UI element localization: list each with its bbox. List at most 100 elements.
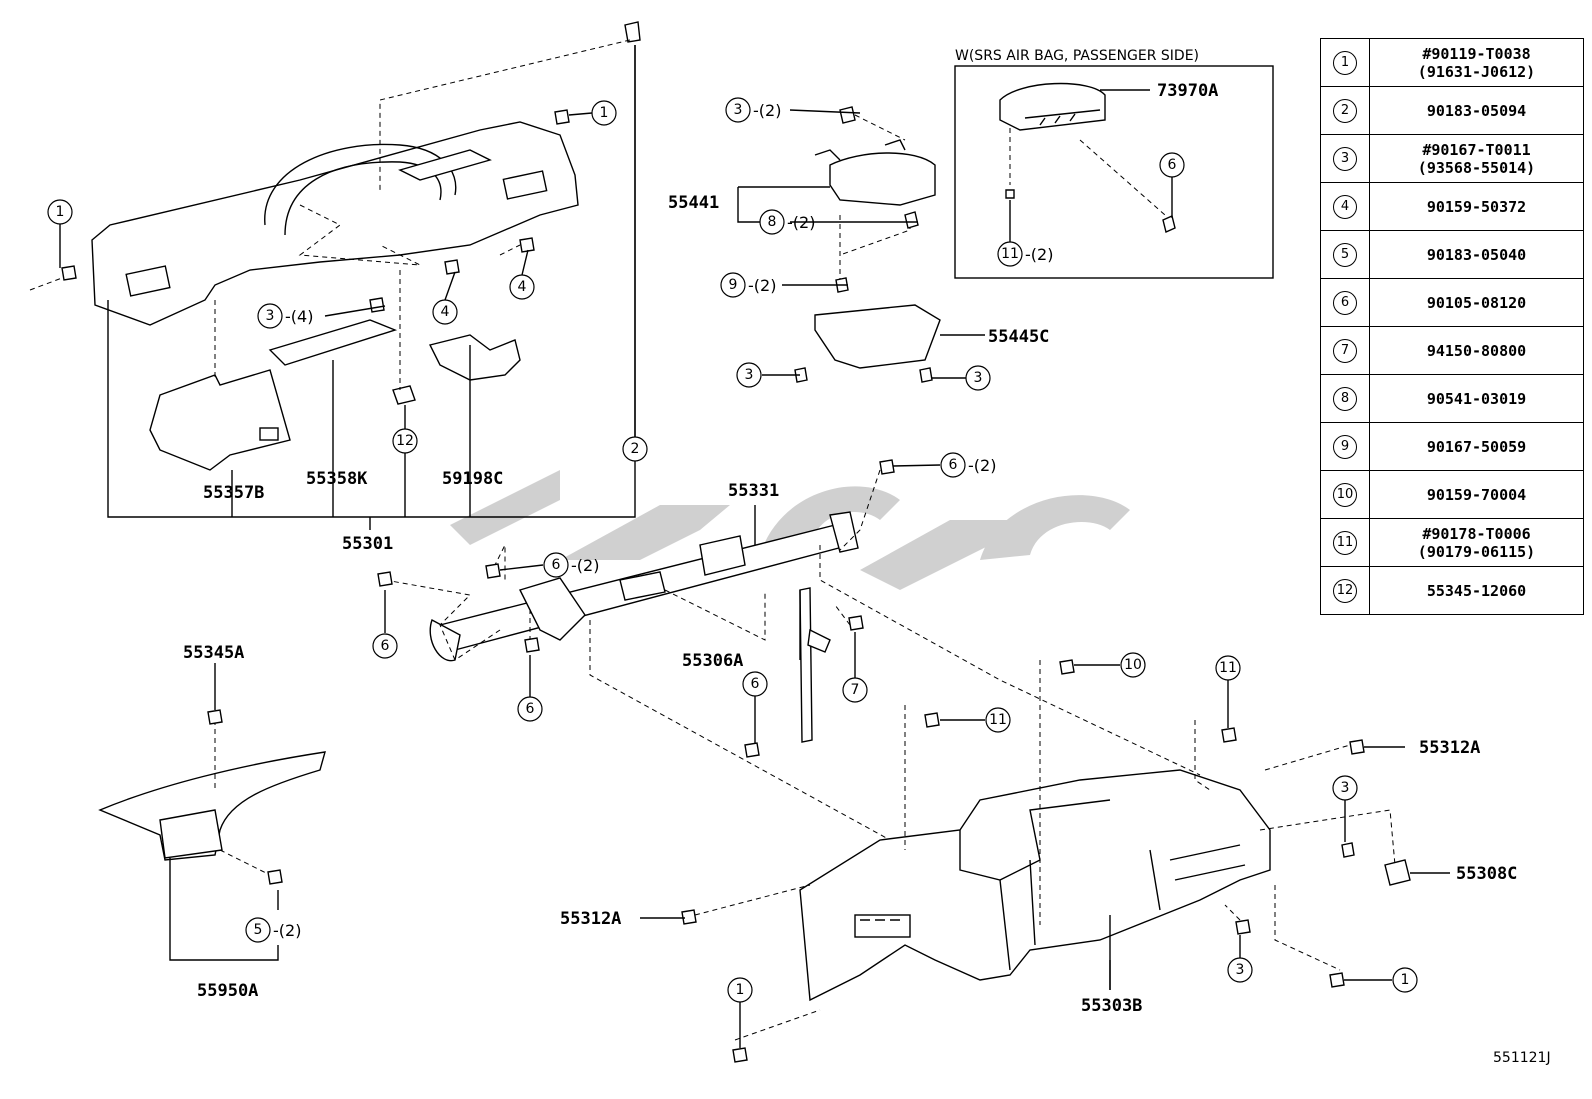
legend-row: 3 #90167-T0011(93568-55014) <box>1320 134 1584 183</box>
legend-number-circle: 5 <box>1333 242 1357 267</box>
svg-text:3: 3 <box>1236 962 1245 978</box>
part-label-55345A: 55345A <box>183 643 244 663</box>
legend-number: 10 <box>1320 470 1370 519</box>
callout-6: 6 <box>543 552 569 578</box>
legend-part-number-line: 55345-12060 <box>1426 581 1527 600</box>
legend-number: 1 <box>1320 38 1370 87</box>
part-labels: 73970A 55441 55445C 55357B 55358K 59198C… <box>183 81 1517 1016</box>
airbag-module-73970A <box>999 82 1176 233</box>
legend-number: 9 <box>1320 422 1370 471</box>
callout-11: 11 <box>1215 655 1241 681</box>
qty-label: -(2) <box>787 213 815 232</box>
side-panel-55950A <box>98 709 326 961</box>
callout-8: 8 <box>759 209 785 235</box>
svg-text:11: 11 <box>1001 246 1019 262</box>
svg-text:6: 6 <box>751 676 760 692</box>
leader-lines <box>59 45 1450 1048</box>
svg-text:1: 1 <box>736 982 745 998</box>
callout-9: 9 <box>720 272 746 298</box>
legend-part-number: 90167-50059 <box>1369 422 1584 471</box>
legend-part-number: #90178-T0006(90179-06115) <box>1369 518 1584 567</box>
legend-number-circle: 10 <box>1333 482 1357 507</box>
svg-text:4: 4 <box>441 304 450 320</box>
svg-text:11: 11 <box>1219 660 1237 676</box>
svg-text:3: 3 <box>734 102 743 118</box>
svg-text:6: 6 <box>1168 157 1177 173</box>
qty-label: -(4) <box>285 307 313 326</box>
qty-label: -(2) <box>571 556 599 575</box>
callout-6: 6 <box>517 696 543 722</box>
callout-1: 1 <box>727 977 753 1003</box>
legend-number: 4 <box>1320 182 1370 231</box>
svg-text:1: 1 <box>1401 972 1410 988</box>
svg-text:1: 1 <box>56 204 65 220</box>
qty-label: -(2) <box>748 276 776 295</box>
cover-plate-55357B <box>149 369 291 471</box>
legend-part-number: #90167-T0011(93568-55014) <box>1369 134 1584 183</box>
qty-label: -(2) <box>273 921 301 940</box>
legend-row: 1#90119-T0038(91631-J0612) <box>1320 38 1584 87</box>
legend-part-number: 90105-08120 <box>1369 278 1584 327</box>
part-label-55312A-left: 55312A <box>560 909 621 929</box>
callout-11: 11 <box>997 241 1023 267</box>
bracket-59198C <box>428 334 521 381</box>
part-label-59198C: 59198C <box>442 469 503 489</box>
legend-number: 6 <box>1320 278 1370 327</box>
callout-3: 3 <box>1332 775 1358 801</box>
part-label-55441: 55441 <box>668 193 719 213</box>
legend-part-number-line: #90167-T0011 <box>1422 140 1531 159</box>
svg-text:12: 12 <box>396 433 414 449</box>
part-label-55301: 55301 <box>342 534 393 554</box>
callout-3: 3 <box>736 362 762 388</box>
svg-text:1: 1 <box>600 105 609 121</box>
callout-1: 1 <box>591 100 617 126</box>
svg-text:11: 11 <box>989 712 1007 728</box>
part-label-55306A: 55306A <box>682 651 743 671</box>
legend-part-number: 90183-05040 <box>1369 230 1584 279</box>
svg-text:10: 10 <box>1124 657 1142 673</box>
legend-part-number-line: (91631-J0612) <box>1417 62 1536 81</box>
inset-frame <box>954 65 1274 279</box>
part-label-55308C: 55308C <box>1456 864 1517 884</box>
legend-part-number-line: (93568-55014) <box>1417 158 1536 177</box>
legend-row: 11 #90178-T0006(90179-06115) <box>1320 518 1584 567</box>
part-label-55331: 55331 <box>728 481 779 501</box>
legend-part-number-line: 90183-05040 <box>1426 245 1527 264</box>
callout-3: 3 <box>1227 957 1253 983</box>
legend-row: 10 90159-70004 <box>1320 470 1584 519</box>
glove-box-group <box>737 106 941 383</box>
svg-text:3: 3 <box>974 370 983 386</box>
legend-part-number: 90159-70004 <box>1369 470 1584 519</box>
qty-label: -(2) <box>968 456 996 475</box>
legend-number: 8 <box>1320 374 1370 423</box>
legend-part-number: 94150-80800 <box>1369 326 1584 375</box>
legend-number-circle: 11 <box>1333 530 1357 555</box>
legend-part-number-line: 90105-08120 <box>1426 293 1527 312</box>
legend-number-circle: 7 <box>1333 338 1357 363</box>
inset-title: W(SRS AIR BAG, PASSENGER SIDE) <box>955 48 1199 64</box>
part-label-55303B: 55303B <box>1081 996 1142 1016</box>
legend-number-circle: 9 <box>1333 434 1357 459</box>
legend-number-circle: 1 <box>1333 50 1357 75</box>
legend-part-number-line: 90159-50372 <box>1426 197 1527 216</box>
svg-text:6: 6 <box>552 557 561 573</box>
legend-part-number-line: 90159-70004 <box>1426 485 1527 504</box>
legend-row: 5 90183-05040 <box>1320 230 1584 279</box>
legend-number-circle: 12 <box>1333 578 1357 603</box>
callout-2: 2 <box>622 436 648 462</box>
svg-text:5: 5 <box>254 922 263 938</box>
svg-text:3: 3 <box>1341 780 1350 796</box>
svg-text:2: 2 <box>631 441 640 457</box>
legend-part-number: 90159-50372 <box>1369 182 1584 231</box>
legend-number: 7 <box>1320 326 1370 375</box>
svg-text:7: 7 <box>851 682 860 698</box>
upper-panel-group <box>29 21 641 530</box>
legend-number: 5 <box>1320 230 1370 279</box>
glove-box-55441 <box>829 152 936 206</box>
trim-strip-55358K <box>268 319 398 366</box>
legend-number-circle: 3 <box>1333 146 1357 171</box>
